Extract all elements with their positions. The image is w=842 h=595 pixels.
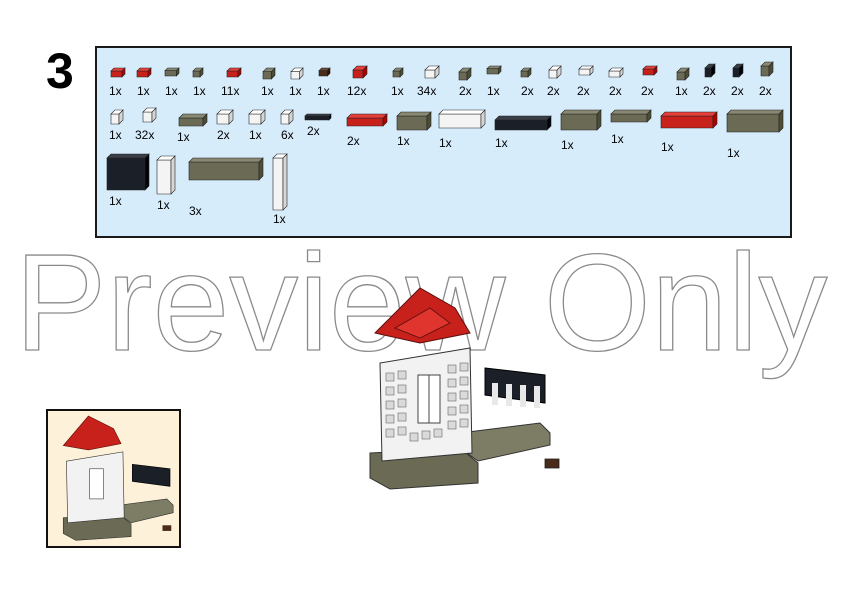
column-1x1x6-icon <box>272 153 288 211</box>
part-quantity: 1x <box>675 84 688 98</box>
part-quantity: 1x <box>165 84 178 98</box>
part-quantity: 2x <box>521 84 534 98</box>
plate-1x2-icon <box>608 67 624 78</box>
part-quantity: 1x <box>495 136 508 150</box>
part-quantity: 2x <box>759 84 772 98</box>
clip-icon <box>548 65 562 79</box>
part-quantity: 1x <box>611 132 624 146</box>
part-quantity: 2x <box>459 84 472 98</box>
completed-step-thumbnail <box>46 409 181 548</box>
thumbnail-model-illustration <box>62 415 174 541</box>
part-quantity: 1x <box>109 194 122 208</box>
part-quantity: 1x <box>193 84 206 98</box>
clip-icon <box>458 67 472 81</box>
part-quantity: 1x <box>661 140 674 154</box>
part-quantity: 11x <box>221 84 240 98</box>
tile-1x1-icon <box>318 67 331 77</box>
brick-1x1-icon <box>760 61 774 77</box>
brick-1x1-icon <box>110 109 124 125</box>
part-quantity: 1x <box>273 212 286 226</box>
part-quantity: 2x <box>547 84 560 98</box>
round-plate-2x2-icon <box>248 109 266 125</box>
part-quantity: 3x <box>189 204 202 218</box>
plate-2x4-icon <box>438 109 486 129</box>
part-quantity: 2x <box>347 134 360 148</box>
plate-1x2-icon <box>226 67 242 78</box>
clip-icon <box>676 67 690 81</box>
brick-1x1-icon <box>280 109 294 125</box>
part-quantity: 1x <box>439 136 452 150</box>
step-number: 3 <box>46 43 74 99</box>
round-plate-icon <box>192 67 204 78</box>
part-quantity: 12x <box>347 84 367 98</box>
headlight-brick-icon <box>142 107 157 123</box>
part-quantity: 1x <box>109 84 122 98</box>
round-plate-2x2-icon <box>216 109 234 125</box>
tile-1x6-icon <box>494 115 552 131</box>
round-brick-icon <box>732 63 744 78</box>
fence-icon <box>106 153 150 191</box>
part-quantity: 1x <box>317 84 330 98</box>
brick-1x4-icon <box>560 109 602 131</box>
plate-1x6-icon <box>660 111 718 129</box>
plate-1x2-icon <box>136 67 152 78</box>
part-quantity: 34x <box>417 84 437 98</box>
plate-1x2-icon <box>110 67 126 78</box>
round-brick-icon <box>704 63 716 78</box>
part-quantity: 1x <box>487 84 500 98</box>
part-quantity: 2x <box>307 124 320 138</box>
part-quantity: 2x <box>577 84 590 98</box>
part-quantity: 6x <box>281 128 294 142</box>
tile-2x2-icon <box>178 113 208 127</box>
part-quantity: 1x <box>109 128 122 142</box>
bracket-icon <box>290 67 304 80</box>
part-quantity: 2x <box>703 84 716 98</box>
part-quantity: 1x <box>177 130 190 144</box>
round-plate-icon <box>520 67 532 78</box>
slope-icon <box>424 65 440 79</box>
bar-icon <box>304 113 332 121</box>
round-plate-icon <box>392 67 404 78</box>
main-model-illustration <box>369 287 560 490</box>
bracket-icon <box>262 67 276 80</box>
part-quantity: 1x <box>391 84 404 98</box>
part-quantity: 1x <box>289 84 302 98</box>
part-quantity: 1x <box>727 146 740 160</box>
part-quantity: 2x <box>609 84 622 98</box>
brick-1x6-icon <box>726 109 784 133</box>
brick-1x3-icon <box>396 111 432 131</box>
window-icon <box>156 155 176 195</box>
plate-1x2-icon <box>642 65 658 76</box>
part-quantity: 1x <box>137 84 150 98</box>
part-quantity: 32x <box>135 128 155 142</box>
plate-1x4-icon <box>610 109 652 123</box>
part-quantity: 1x <box>261 84 274 98</box>
brick-1x8-icon <box>188 157 264 181</box>
part-quantity: 2x <box>217 128 230 142</box>
part-quantity: 1x <box>249 128 262 142</box>
part-quantity: 2x <box>641 84 654 98</box>
plate-1x2-icon <box>578 65 594 76</box>
parts-list-panel: 1x 1x 1x 1x 11x 1x 1x 1x 12x 1x 34x 2x 1x 2x 2x 2x 2x 2x 1… <box>95 46 792 238</box>
tile-1x2-icon <box>164 67 180 77</box>
tile-1x2-icon <box>486 65 502 75</box>
part-quantity: 1x <box>397 134 410 148</box>
part-quantity: 2x <box>731 84 744 98</box>
part-quantity: 1x <box>157 198 170 212</box>
part-quantity: 1x <box>561 138 574 152</box>
plate-1x4-icon <box>346 113 388 127</box>
slope-icon <box>352 65 368 79</box>
